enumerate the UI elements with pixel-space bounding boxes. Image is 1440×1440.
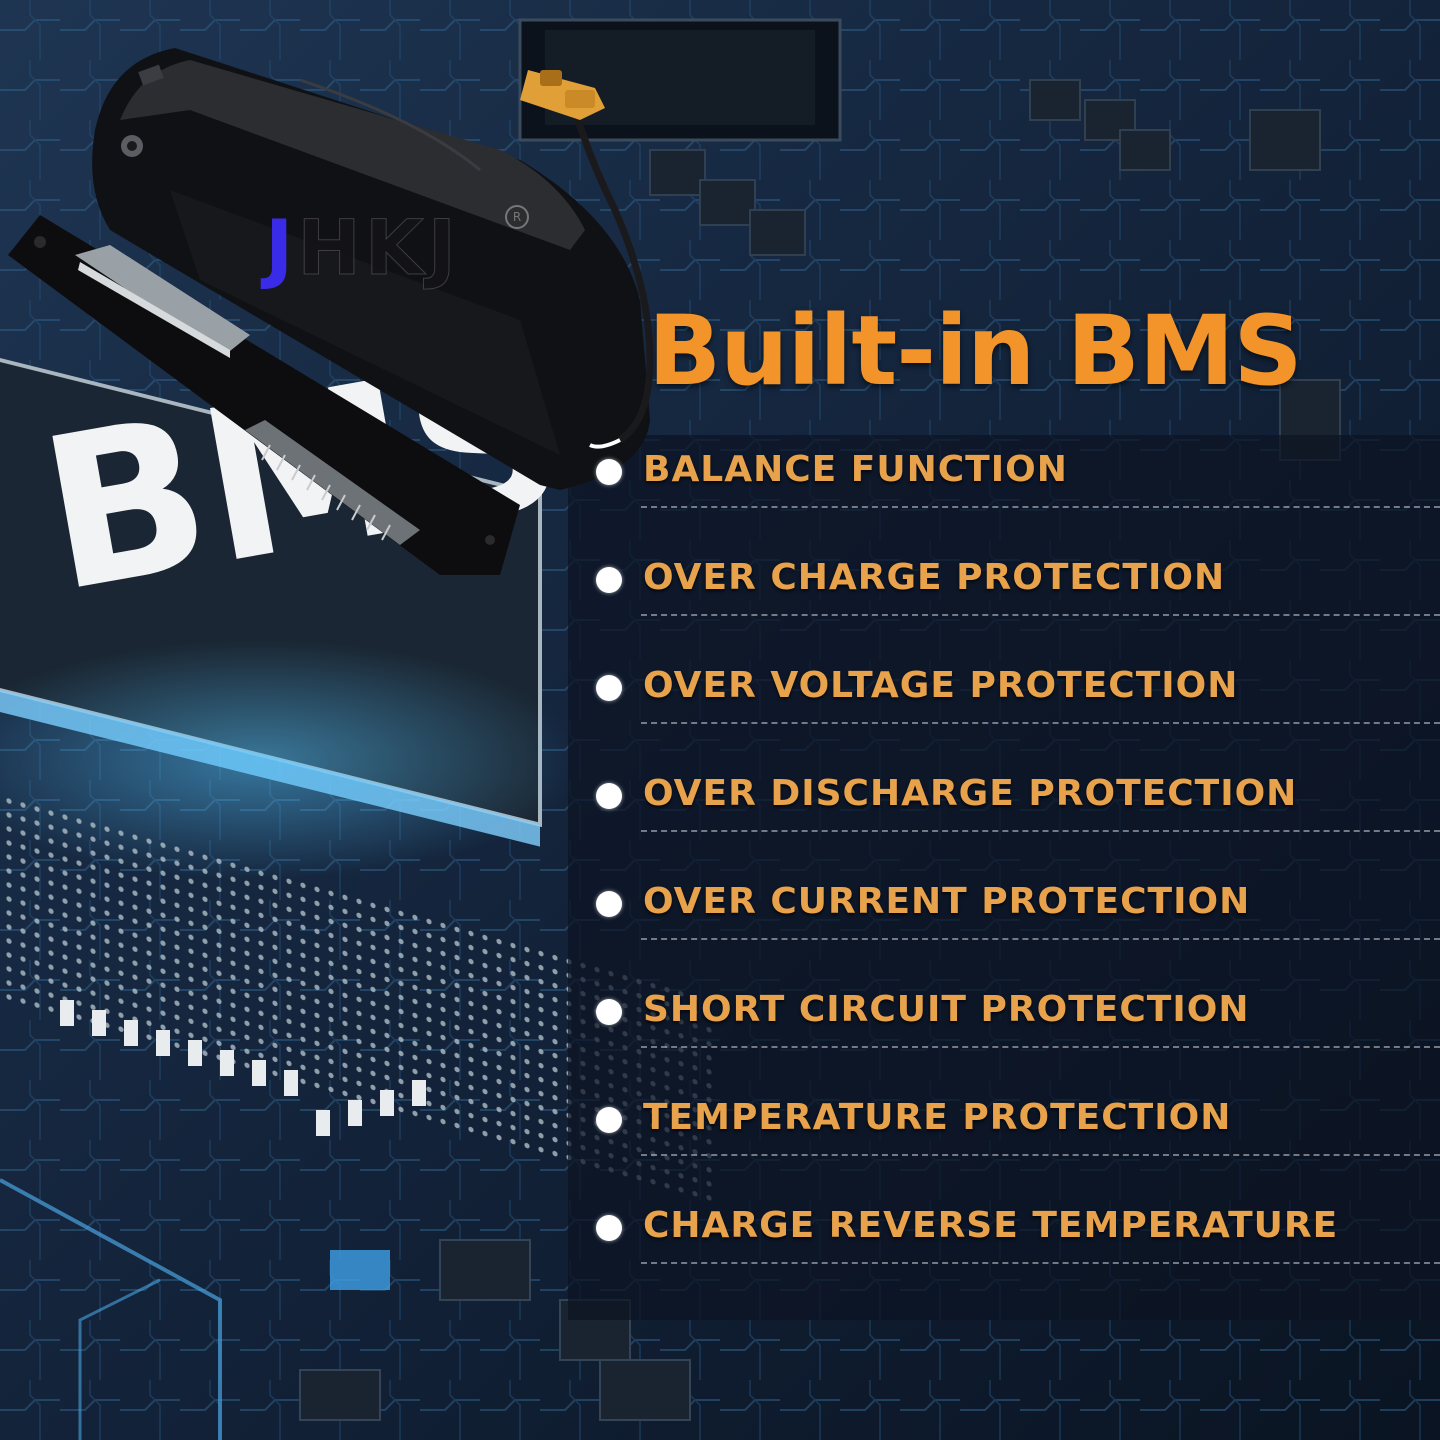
brand-name: HKJ xyxy=(297,203,461,292)
brand-logo: JHKJ xyxy=(265,203,461,292)
battery-mount-rail-icon xyxy=(8,215,520,575)
xt60-connector-icon xyxy=(520,70,654,449)
registered-mark: R xyxy=(505,205,529,229)
product-illustration xyxy=(8,48,654,575)
battery-pack-icon xyxy=(92,48,651,490)
brand-initial: J xyxy=(265,203,298,292)
headline: Built-in BMS xyxy=(648,295,1303,407)
feature-panel xyxy=(568,435,1440,1320)
